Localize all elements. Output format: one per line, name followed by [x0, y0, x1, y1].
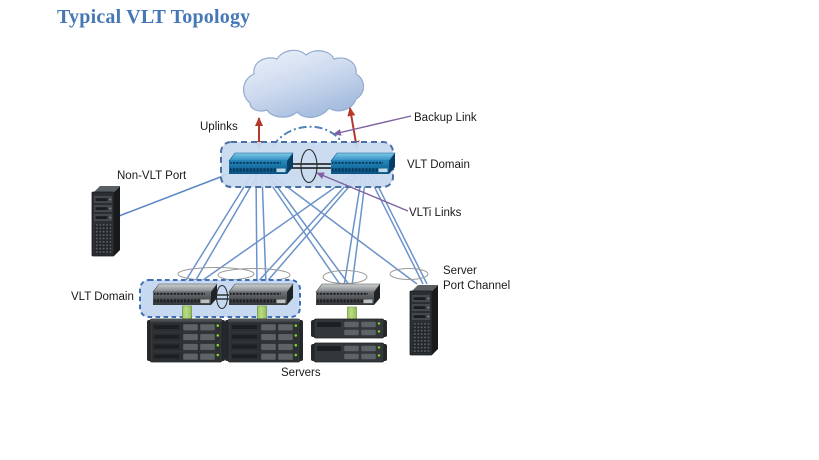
- backup-link-pointer: [333, 115, 412, 136]
- tower-server-port-channel: [409, 284, 439, 356]
- vlt-peer-switch-left: [228, 152, 294, 175]
- vlti-links-pointer: [316, 172, 409, 212]
- network-cloud: [243, 49, 365, 118]
- uplinks-label: Uplinks: [200, 121, 238, 133]
- vlt-domain-top-label: VLT Domain: [407, 159, 470, 171]
- rack-server-stack-1: [146, 318, 226, 363]
- vlt-peer-switch-right: [330, 152, 396, 175]
- page-title: Typical VLT Topology: [57, 6, 251, 28]
- non-vlt-link-line: [118, 170, 237, 217]
- server-port-channel-label-line1: Server: [443, 265, 477, 277]
- rack-server-stack-2: [224, 318, 304, 363]
- vlt-port-channel-links: [182, 173, 428, 287]
- standalone-access-switch: [315, 283, 381, 306]
- vlti-links-label: VLTi Links: [409, 207, 462, 219]
- tower-server-non-vlt: [91, 185, 121, 257]
- vlt-access-switch-right: [228, 283, 294, 306]
- vlt-access-switch-left: [152, 283, 218, 306]
- backup-link-label: Backup Link: [414, 112, 477, 124]
- server-port-channel-label-line2: Port Channel: [443, 280, 510, 292]
- rack-server-pair-top: [310, 318, 388, 339]
- rack-server-pair-bottom: [310, 342, 388, 363]
- vlti-links: [287, 148, 333, 184]
- vlt-domain-bottom-label: VLT Domain: [71, 291, 134, 303]
- non-vlt-port-label: Non-VLT Port: [117, 170, 187, 182]
- servers-label: Servers: [281, 367, 321, 379]
